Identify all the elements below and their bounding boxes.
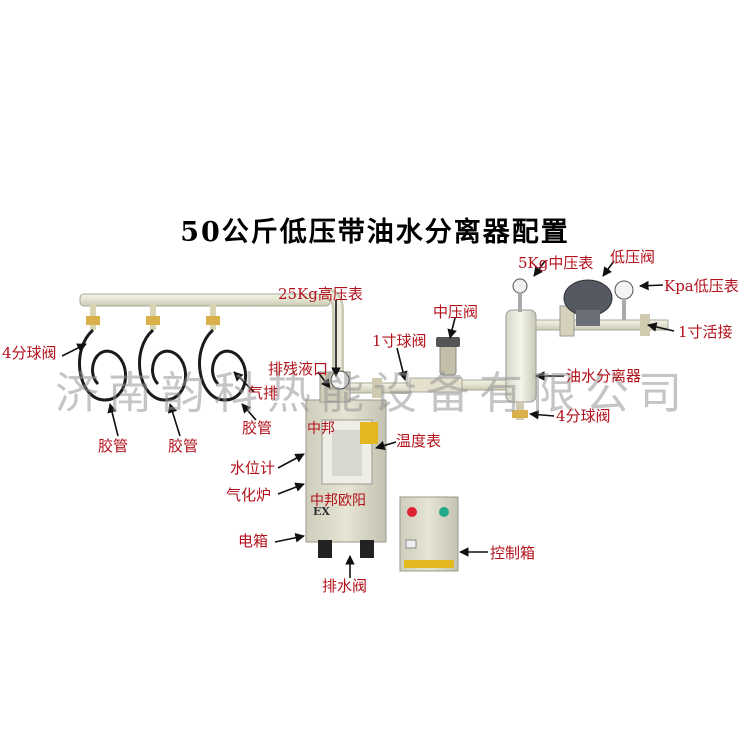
- label-level-gauge: 水位计: [230, 459, 276, 477]
- label-low-pressure-valve: 低压阀: [610, 248, 656, 266]
- company-watermark: 济南韵科热能设备有限公司: [55, 368, 691, 419]
- ex-mark: EX: [313, 505, 330, 518]
- label-mid-pressure-gauge: 5Kg中压表: [518, 254, 594, 272]
- manifold-valves: [86, 304, 220, 330]
- leader-arrows: [61, 260, 675, 578]
- label-hose-1: 胶管: [98, 437, 129, 455]
- hoses: [78, 328, 247, 402]
- low-pressure-section: [512, 278, 669, 337]
- label-ball-valve-4-right: 4分球阀: [556, 407, 611, 425]
- label-hose-3: 胶管: [242, 419, 273, 437]
- diagram-title: 50公斤低压带油水分离器配置: [180, 217, 570, 248]
- label-vaporizer: 气化炉: [226, 486, 272, 504]
- label-drain-valve: 排水阀: [322, 577, 368, 595]
- oil-water-separator: [505, 309, 537, 420]
- label-ball-valve-1: 1寸球阀: [372, 332, 427, 350]
- label-control-box: 控制箱: [490, 544, 536, 562]
- label-ball-valve-4-left: 4分球阀: [2, 344, 57, 362]
- label-thermometer: 温度表: [396, 432, 442, 450]
- label-union-1: 1寸活接: [678, 323, 733, 341]
- label-high-pressure-gauge: 25Kg高压表: [278, 285, 363, 303]
- label-mid-pressure-valve: 中压阀: [433, 303, 479, 321]
- brand-top-text: 中邦: [307, 421, 335, 437]
- brand-mid-text: 中邦欧阳: [310, 493, 366, 509]
- vaporizer-cabinet: [305, 370, 387, 558]
- label-exhaust: 气排: [248, 384, 279, 402]
- label-low-pressure-gauge: Kpa低压表: [664, 277, 739, 295]
- label-residue-outlet: 排残液口: [268, 360, 329, 378]
- label-hose-2: 胶管: [168, 437, 199, 455]
- outlet-pipe: [339, 337, 511, 398]
- label-electric-box: 电箱: [238, 532, 269, 550]
- control-box: [399, 496, 459, 572]
- manifold-pipe: [79, 288, 344, 390]
- label-separator: 油水分离器: [566, 367, 642, 385]
